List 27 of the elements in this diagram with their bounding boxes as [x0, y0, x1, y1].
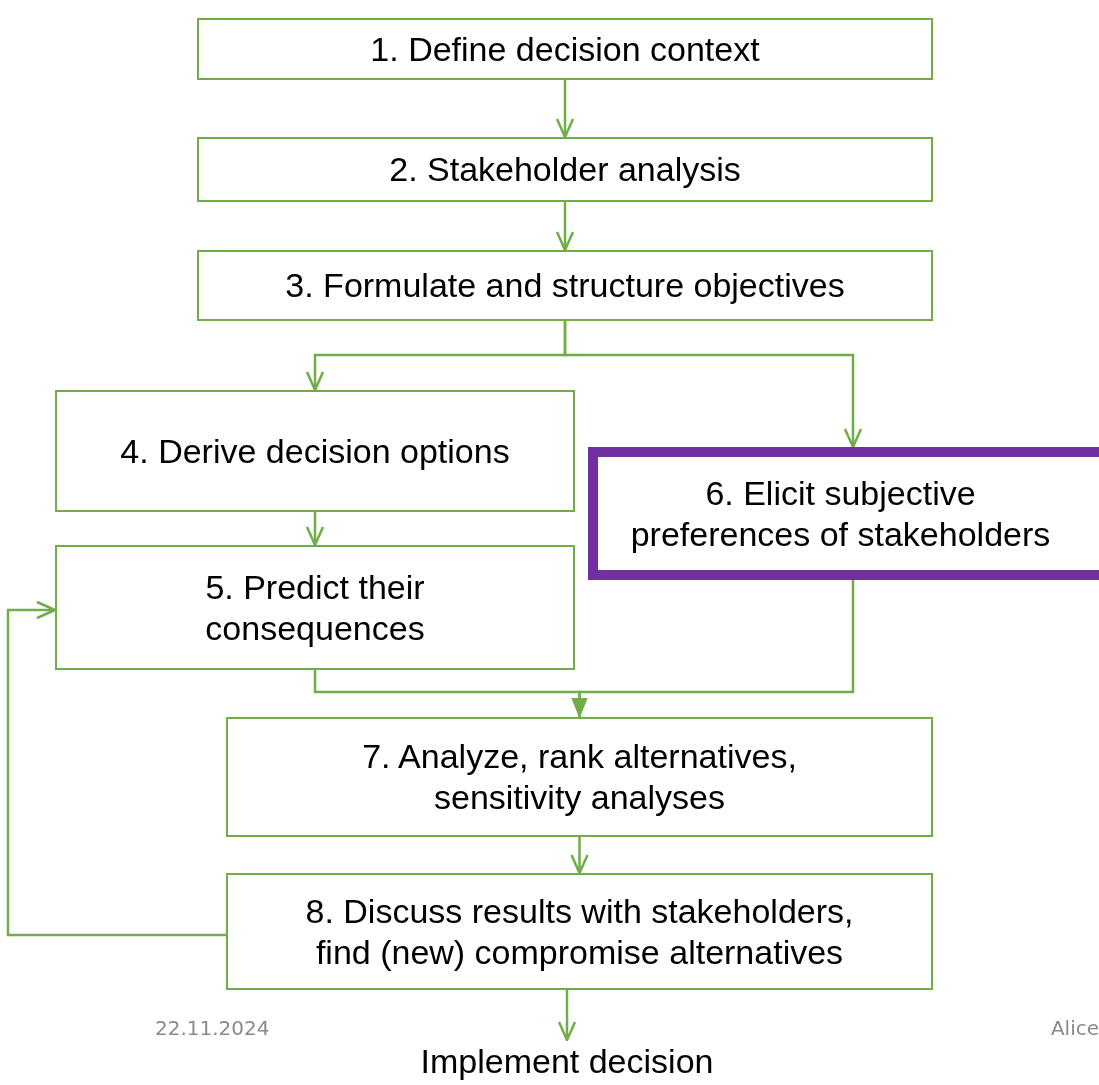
step-box [226, 873, 933, 990]
step-text: Implement decision [420, 1040, 714, 1082]
arrow [563, 321, 863, 449]
arrow [571, 580, 855, 718]
arrow [555, 202, 575, 252]
arrow [557, 990, 577, 1042]
arrow [555, 80, 575, 139]
step-text: 3. Formulate and structure objectives [285, 265, 845, 306]
step-box [226, 717, 933, 837]
step-box [197, 137, 933, 202]
step-text: 8. Discuss results with stakeholders, find (new) compromise alternatives [304, 890, 855, 973]
step-text: 4. Derive decision options [120, 430, 510, 472]
date-text: 22.11.2024 [155, 1016, 270, 1040]
step-text: 7. Analyze, rank alternatives, sensitivity analyses [361, 736, 798, 818]
step-box [197, 18, 933, 80]
highlighted-step-box [588, 447, 1099, 580]
step-text: 6. Elicit subjective preferences of stakeholders [629, 472, 1052, 555]
footer-text: Alice [1050, 1016, 1099, 1040]
step-text: 2. Stakeholder analysis [389, 149, 741, 190]
arrow [6, 600, 226, 937]
step-box [55, 390, 575, 512]
step-box [197, 250, 933, 321]
step-text: 5. Predict their consequences [204, 566, 426, 649]
arrow [305, 512, 325, 547]
step-box [55, 545, 575, 670]
arrow [570, 837, 589, 875]
step-text: 1. Define decision context [370, 28, 760, 70]
